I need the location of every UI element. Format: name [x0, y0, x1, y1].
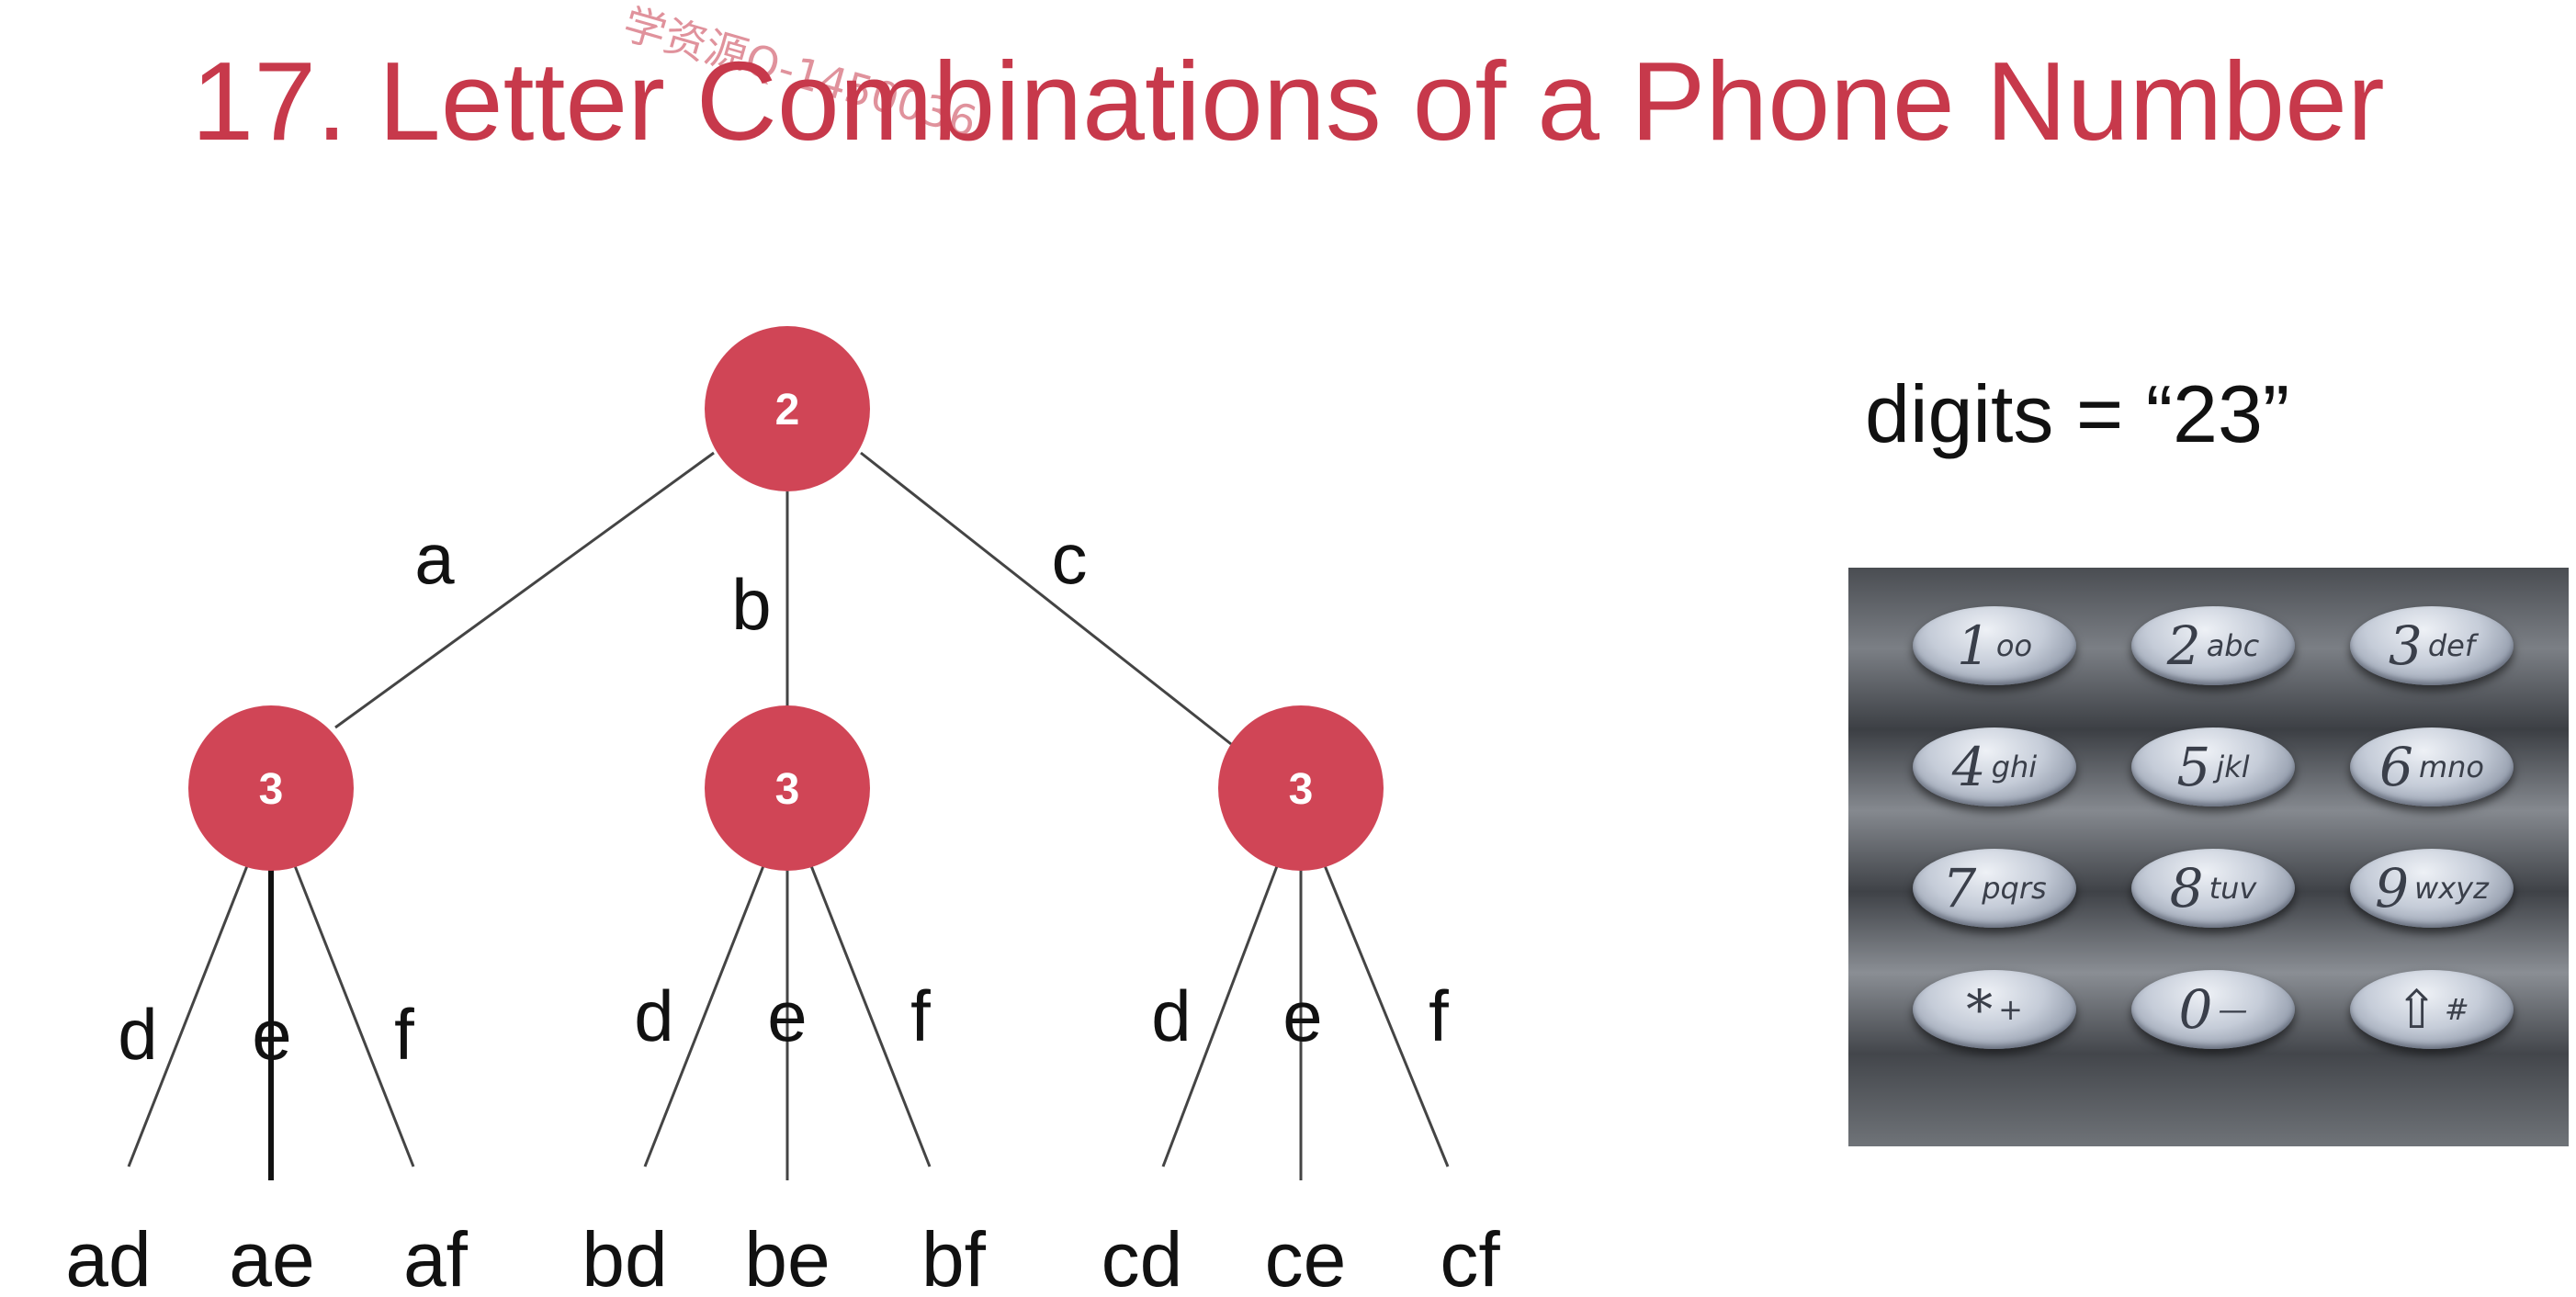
leaf-cd: cd: [1102, 1216, 1183, 1297]
branch-label-c-d: d: [1151, 976, 1191, 1056]
leaf-ad: ad: [65, 1216, 151, 1297]
leaf-ce: ce: [1265, 1216, 1347, 1297]
key-star: *+: [1913, 970, 2076, 1049]
edge-root-a: [334, 451, 715, 729]
edge-a-d: [127, 858, 252, 1167]
page-title: 17. Letter Combinations of a Phone Numbe…: [191, 39, 2385, 164]
node-label-b: 3: [775, 765, 800, 814]
leaf-ae: ae: [229, 1216, 314, 1297]
tree-node-a: [188, 705, 354, 871]
leaf-af: af: [403, 1216, 469, 1297]
edge-root-c: [860, 451, 1232, 746]
branch-label-b-f: f: [910, 976, 931, 1056]
node-label-a: 3: [259, 765, 284, 814]
leaf-bf: bf: [921, 1216, 987, 1297]
node-label-root: 2: [775, 386, 800, 434]
branch-label-b-d: d: [634, 976, 673, 1056]
edge-b-d: [643, 858, 768, 1167]
leaf-be: be: [744, 1216, 830, 1297]
branch-label-c-e: e: [1282, 976, 1322, 1056]
branch-label-b-e: e: [767, 976, 807, 1056]
branch-label-a-e: e: [252, 994, 291, 1075]
edge-c-d: [1161, 858, 1282, 1167]
digits-label: digits = “23”: [1865, 368, 2290, 459]
leaf-bd: bd: [582, 1216, 667, 1297]
tree-node-c: [1218, 705, 1384, 871]
branch-label-c-f: f: [1429, 976, 1449, 1056]
recursion-tree: 2 3 3 3 a b c d e f d e f d e f ad ae af…: [65, 326, 1500, 1297]
edge-label-b: b: [731, 564, 771, 645]
leaf-cf: cf: [1440, 1216, 1500, 1297]
edge-a-f: [290, 858, 415, 1167]
tree-node-b: [705, 705, 870, 871]
edge-c-f: [1320, 858, 1450, 1167]
key-hash: ⇧#: [2350, 970, 2514, 1049]
edge-b-f: [807, 858, 932, 1167]
edge-label-a: a: [414, 518, 455, 599]
branch-label-a-d: d: [118, 994, 157, 1075]
tree-node-root: [705, 326, 870, 491]
edge-label-c: c: [1052, 518, 1088, 599]
node-label-c: 3: [1289, 765, 1314, 814]
key-0: 0—: [2131, 970, 2295, 1049]
branch-label-a-f: f: [394, 994, 414, 1075]
